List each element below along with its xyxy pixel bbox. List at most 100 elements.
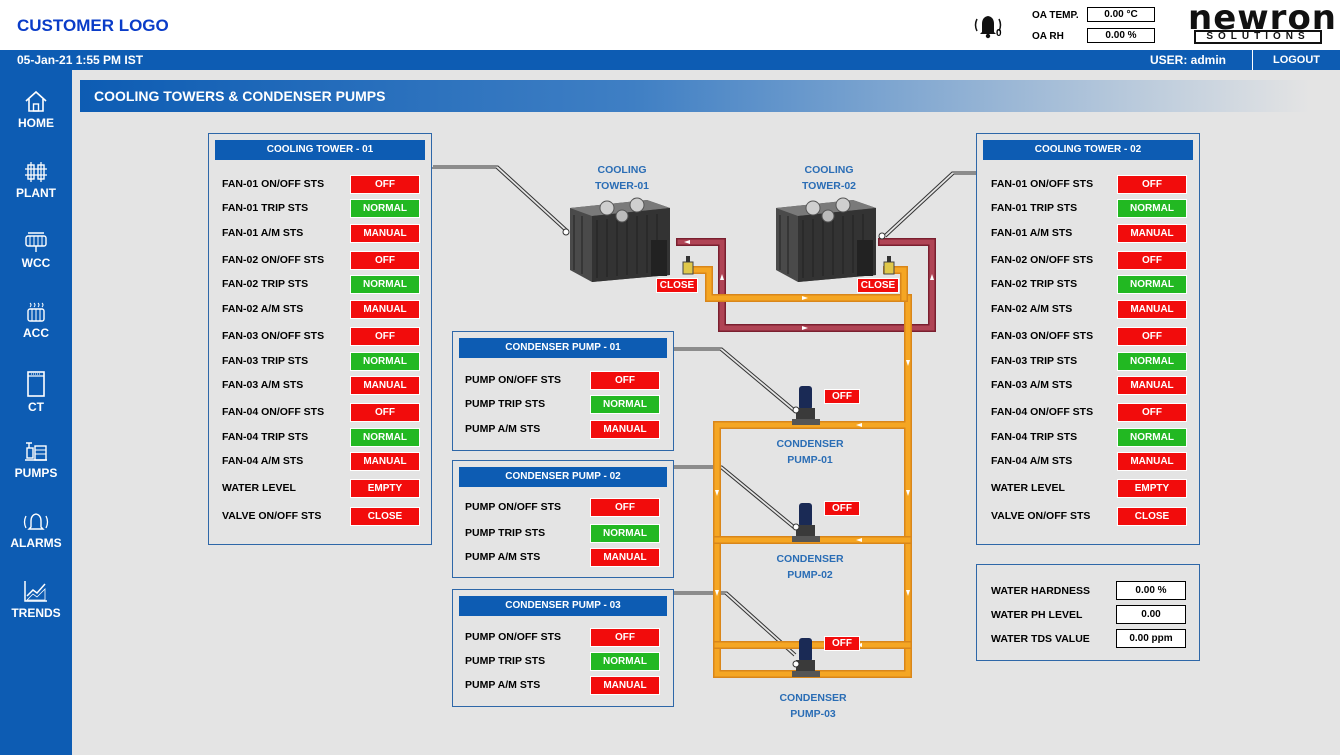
sidebar-item-label: CT — [28, 400, 44, 414]
pump-1-row-label: PUMP TRIP STS — [465, 398, 546, 410]
sidebar-item-ct[interactable]: CT — [0, 370, 72, 430]
cooling-tower-2-row-label: VALVE ON/OFF STS — [991, 510, 1091, 522]
sidebar-item-plant[interactable]: PLANT — [0, 160, 72, 220]
oa-rh-value: 0.00 % — [1087, 28, 1155, 43]
cooling-tower-1-status-badge: EMPTY — [350, 479, 420, 498]
tower-1-label-line-2: TOWER-01 — [594, 180, 650, 192]
wcc-icon — [25, 232, 47, 252]
pump-1-status-badge: OFF — [590, 371, 660, 390]
sidebar-item-home[interactable]: HOME — [0, 88, 72, 148]
cooling-tower-1-graphic — [562, 197, 670, 282]
cooling-tower-1-status-badge: NORMAL — [350, 352, 420, 371]
panel-title: COOLING TOWER - 01 — [215, 140, 425, 160]
cooling-tower-2-status-badge: MANUAL — [1117, 300, 1187, 319]
cooling-tower-2-row-label: FAN-03 TRIP STS — [991, 355, 1078, 367]
pump-3-label-line-2: PUMP-03 — [790, 708, 836, 720]
pump-3-row-label: PUMP TRIP STS — [465, 655, 546, 667]
cooling-tower-2-status-badge: NORMAL — [1117, 428, 1187, 447]
page-title: COOLING TOWERS & CONDENSER PUMPS — [94, 88, 386, 104]
home-icon — [25, 90, 47, 112]
pump-3-status-tag: OFF — [824, 636, 860, 651]
cooling-tower-1-row-label: FAN-01 TRIP STS — [222, 202, 309, 214]
sidebar-item-acc[interactable]: ACC — [0, 300, 72, 360]
acc-icon — [27, 302, 45, 322]
pump-3-row-label: PUMP ON/OFF STS — [465, 631, 562, 643]
panel-title: CONDENSER PUMP - 01 — [459, 338, 667, 358]
cooling-tower-1-status-badge: OFF — [350, 251, 420, 270]
logout-button[interactable]: LOGOUT — [1252, 50, 1340, 70]
sidebar-item-alarms[interactable]: ALARMS — [0, 510, 72, 570]
cooling-tower-2-row-label: FAN-01 A/M STS — [991, 227, 1073, 239]
cooling-tower-2-row-label: FAN-01 TRIP STS — [991, 202, 1078, 214]
pump-2-graphic — [792, 503, 820, 542]
plant-icon — [25, 162, 47, 182]
cooling-tower-1-status-badge: OFF — [350, 403, 420, 422]
tower-2-label: COOLING TOWER-02 — [779, 162, 879, 194]
sidebar-item-label: WCC — [21, 256, 51, 270]
tower-2-label-line-1: COOLING — [804, 164, 854, 176]
cooling-tower-2-status-badge: OFF — [1117, 403, 1187, 422]
oa-temp-label: OA TEMP. — [1032, 10, 1079, 21]
pump-1-label: CONDENSER PUMP-01 — [760, 436, 860, 468]
alarm-bell-icon[interactable] — [970, 10, 1006, 40]
pump-3-graphic — [792, 638, 820, 677]
cooling-tower-2-row-label: FAN-02 A/M STS — [991, 303, 1073, 315]
water-quality-label: WATER TDS VALUE — [991, 633, 1090, 645]
cooling-tower-1-status-badge: OFF — [350, 327, 420, 346]
customer-logo: CUSTOMER LOGO — [17, 16, 169, 35]
cooling-tower-1-row-label: FAN-04 ON/OFF STS — [222, 406, 325, 418]
cooling-tower-2-row-label: FAN-04 TRIP STS — [991, 431, 1078, 443]
cooling-tower-1-row-label: FAN-01 A/M STS — [222, 227, 304, 239]
panel-title: COOLING TOWER - 02 — [983, 140, 1193, 160]
datetime: 05-Jan-21 1:55 PM IST — [17, 53, 144, 67]
pump-1-label-line-2: PUMP-01 — [787, 454, 833, 466]
sidebar: HOME PLANT WCC ACC CT — [0, 70, 72, 755]
cooling-tower-1-status-badge: NORMAL — [350, 428, 420, 447]
sidebar-item-trends[interactable]: TRENDS — [0, 578, 72, 638]
tower-1-label: COOLING TOWER-01 — [572, 162, 672, 194]
cooling-tower-1-status-badge: NORMAL — [350, 199, 420, 218]
cooling-tower-2-status-badge: NORMAL — [1117, 199, 1187, 218]
cooling-tower-2-status-badge: OFF — [1117, 251, 1187, 270]
pump-2-row-label: PUMP A/M STS — [465, 551, 541, 563]
tower-1-valve — [682, 256, 694, 275]
cooling-tower-2-status-badge: OFF — [1117, 175, 1187, 194]
pump-1-status-tag: OFF — [824, 389, 860, 404]
pump-2-label-line-1: CONDENSER — [776, 553, 844, 565]
cooling-tower-1-status-badge: MANUAL — [350, 376, 420, 395]
cooling-tower-1-row-label: FAN-03 A/M STS — [222, 379, 304, 391]
sidebar-item-label: ACC — [23, 326, 49, 340]
pump-2-label-line-2: PUMP-02 — [787, 569, 833, 581]
pump-2-row-label: PUMP ON/OFF STS — [465, 501, 562, 513]
user-label: USER: admin — [1150, 53, 1227, 67]
pump-3-row-label: PUMP A/M STS — [465, 679, 541, 691]
cooling-tower-2-status-badge: MANUAL — [1117, 452, 1187, 471]
pump-1-row-label: PUMP ON/OFF STS — [465, 374, 562, 386]
cooling-tower-1-row-label: FAN-03 ON/OFF STS — [222, 330, 325, 342]
cooling-tower-2-row-label: FAN-04 ON/OFF STS — [991, 406, 1094, 418]
alarm-count: 0 — [996, 28, 1002, 39]
cooling-tower-1-row-label: FAN-02 ON/OFF STS — [222, 254, 325, 266]
top-bar: CUSTOMER LOGO 0 OA TEMP. 0.00 °C OA RH 0… — [0, 0, 1340, 50]
cooling-tower-2-row-label: FAN-03 A/M STS — [991, 379, 1073, 391]
water-quality-label: WATER PH LEVEL — [991, 609, 1083, 621]
tower-1-label-line-1: COOLING — [597, 164, 647, 176]
cooling-tower-1-status-badge: CLOSE — [350, 507, 420, 526]
pump-3-status-badge: OFF — [590, 628, 660, 647]
page-title-bar: COOLING TOWERS & CONDENSER PUMPS — [80, 80, 1310, 112]
brand-subtitle: SOLUTIONS — [1194, 30, 1322, 44]
panel-title: CONDENSER PUMP - 02 — [459, 467, 667, 487]
pump-1-status-badge: NORMAL — [590, 395, 660, 414]
water-quality-value: 0.00 — [1116, 605, 1186, 624]
sidebar-item-wcc[interactable]: WCC — [0, 230, 72, 290]
main-content: COOLING TOWERS & CONDENSER PUMPS — [72, 70, 1340, 755]
pump-1-graphic — [792, 386, 820, 425]
pump-1-label-line-1: CONDENSER — [776, 438, 844, 450]
alarms-icon — [23, 513, 49, 530]
sidebar-item-label: TRENDS — [11, 606, 61, 620]
sidebar-item-pumps[interactable]: PUMPS — [0, 440, 72, 500]
pump-1-status-badge: MANUAL — [590, 420, 660, 439]
pump-2-row-label: PUMP TRIP STS — [465, 527, 546, 539]
cooling-tower-1-row-label: VALVE ON/OFF STS — [222, 510, 322, 522]
cooling-tower-1-status-badge: MANUAL — [350, 452, 420, 471]
